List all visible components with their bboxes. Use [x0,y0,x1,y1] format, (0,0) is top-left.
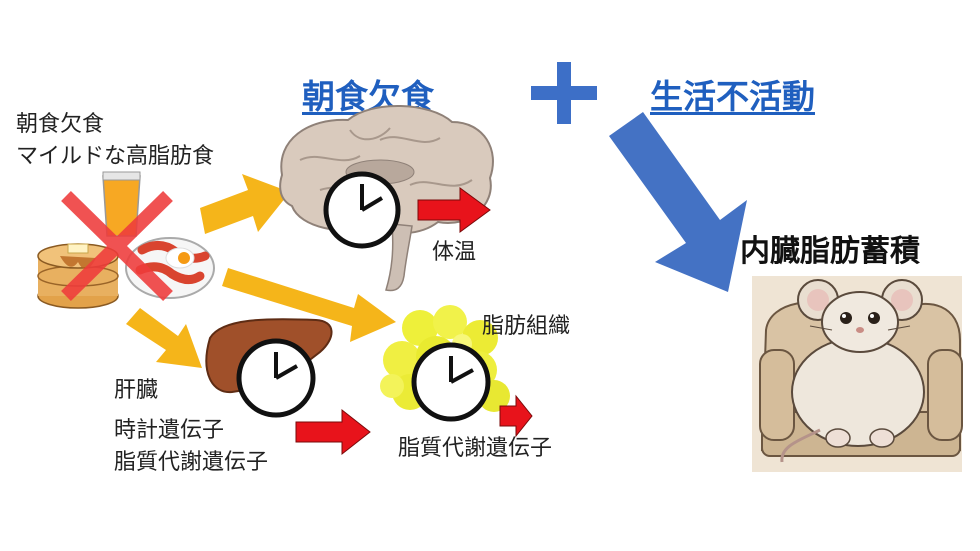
red-arrow-liver-genes [295,408,371,456]
obese-mouse-illustration [752,276,963,472]
liver-genes-line2: 脂質代謝遺伝子 [114,450,269,475]
visceral-fat-result-label: 内臓脂肪蓄積 [740,234,920,269]
liver-clock-icon [236,338,316,418]
big-blue-arrow [609,112,747,292]
liver-genes-line1: 時計遺伝子 [114,418,225,443]
heading-physical-inactivity: 生活不活動 [650,77,815,116]
fat-genes-label: 脂質代謝遺伝子 [398,436,553,461]
liver-label: 肝臓 [114,378,159,403]
orange-arrow-to-brain [200,174,290,234]
red-arrow-body-temperature [417,187,491,233]
red-cross-icon [61,191,173,301]
fat-clock-icon [411,342,491,422]
diet-label-line2: マイルドな高脂肪食 [16,144,215,169]
diet-label-line1: 朝食欠食 [16,112,105,137]
brain-clock-icon [323,171,401,249]
orange-arrow-to-fat [222,268,396,342]
plus-icon [531,62,597,124]
fat-tissue-label: 脂肪組織 [482,314,571,339]
red-arrow-fat-genes [499,394,533,438]
orange-arrow-to-liver [126,308,202,368]
body-temperature-label: 体温 [432,240,477,265]
